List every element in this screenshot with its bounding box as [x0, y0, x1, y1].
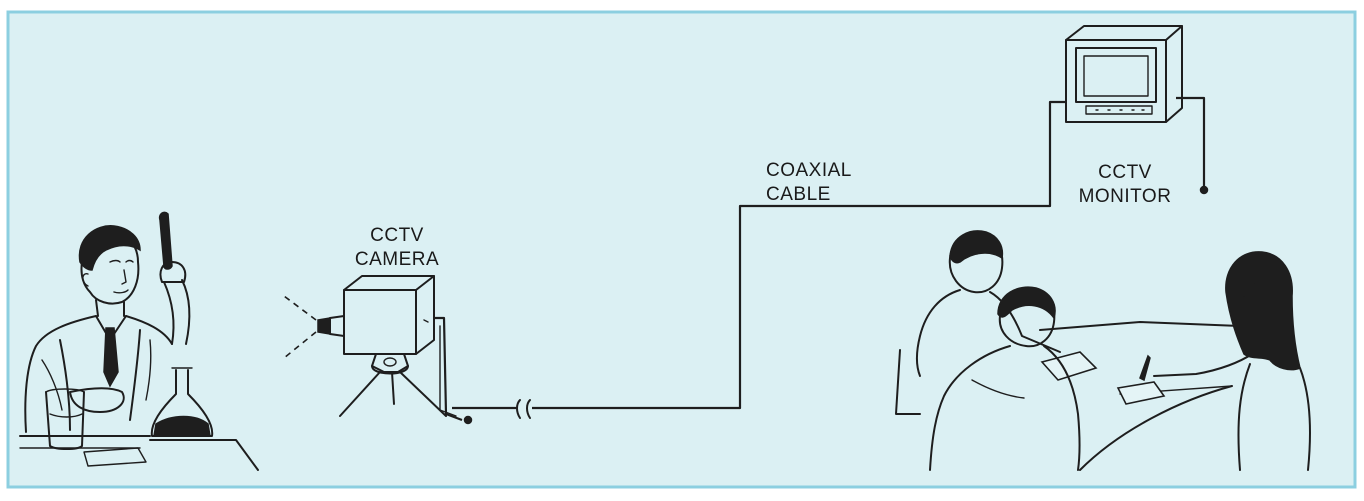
monitor-label-line1: CCTV [1098, 162, 1152, 183]
monitor-label-line2: MONITOR [1079, 186, 1172, 207]
camera-label-line2: CAMERA [355, 249, 439, 270]
camera-label-line1: CCTV [370, 225, 424, 246]
cable-label-line1: COAXIAL [766, 160, 852, 181]
panel-background [8, 12, 1355, 487]
cable-label-line2: CABLE [766, 184, 831, 205]
